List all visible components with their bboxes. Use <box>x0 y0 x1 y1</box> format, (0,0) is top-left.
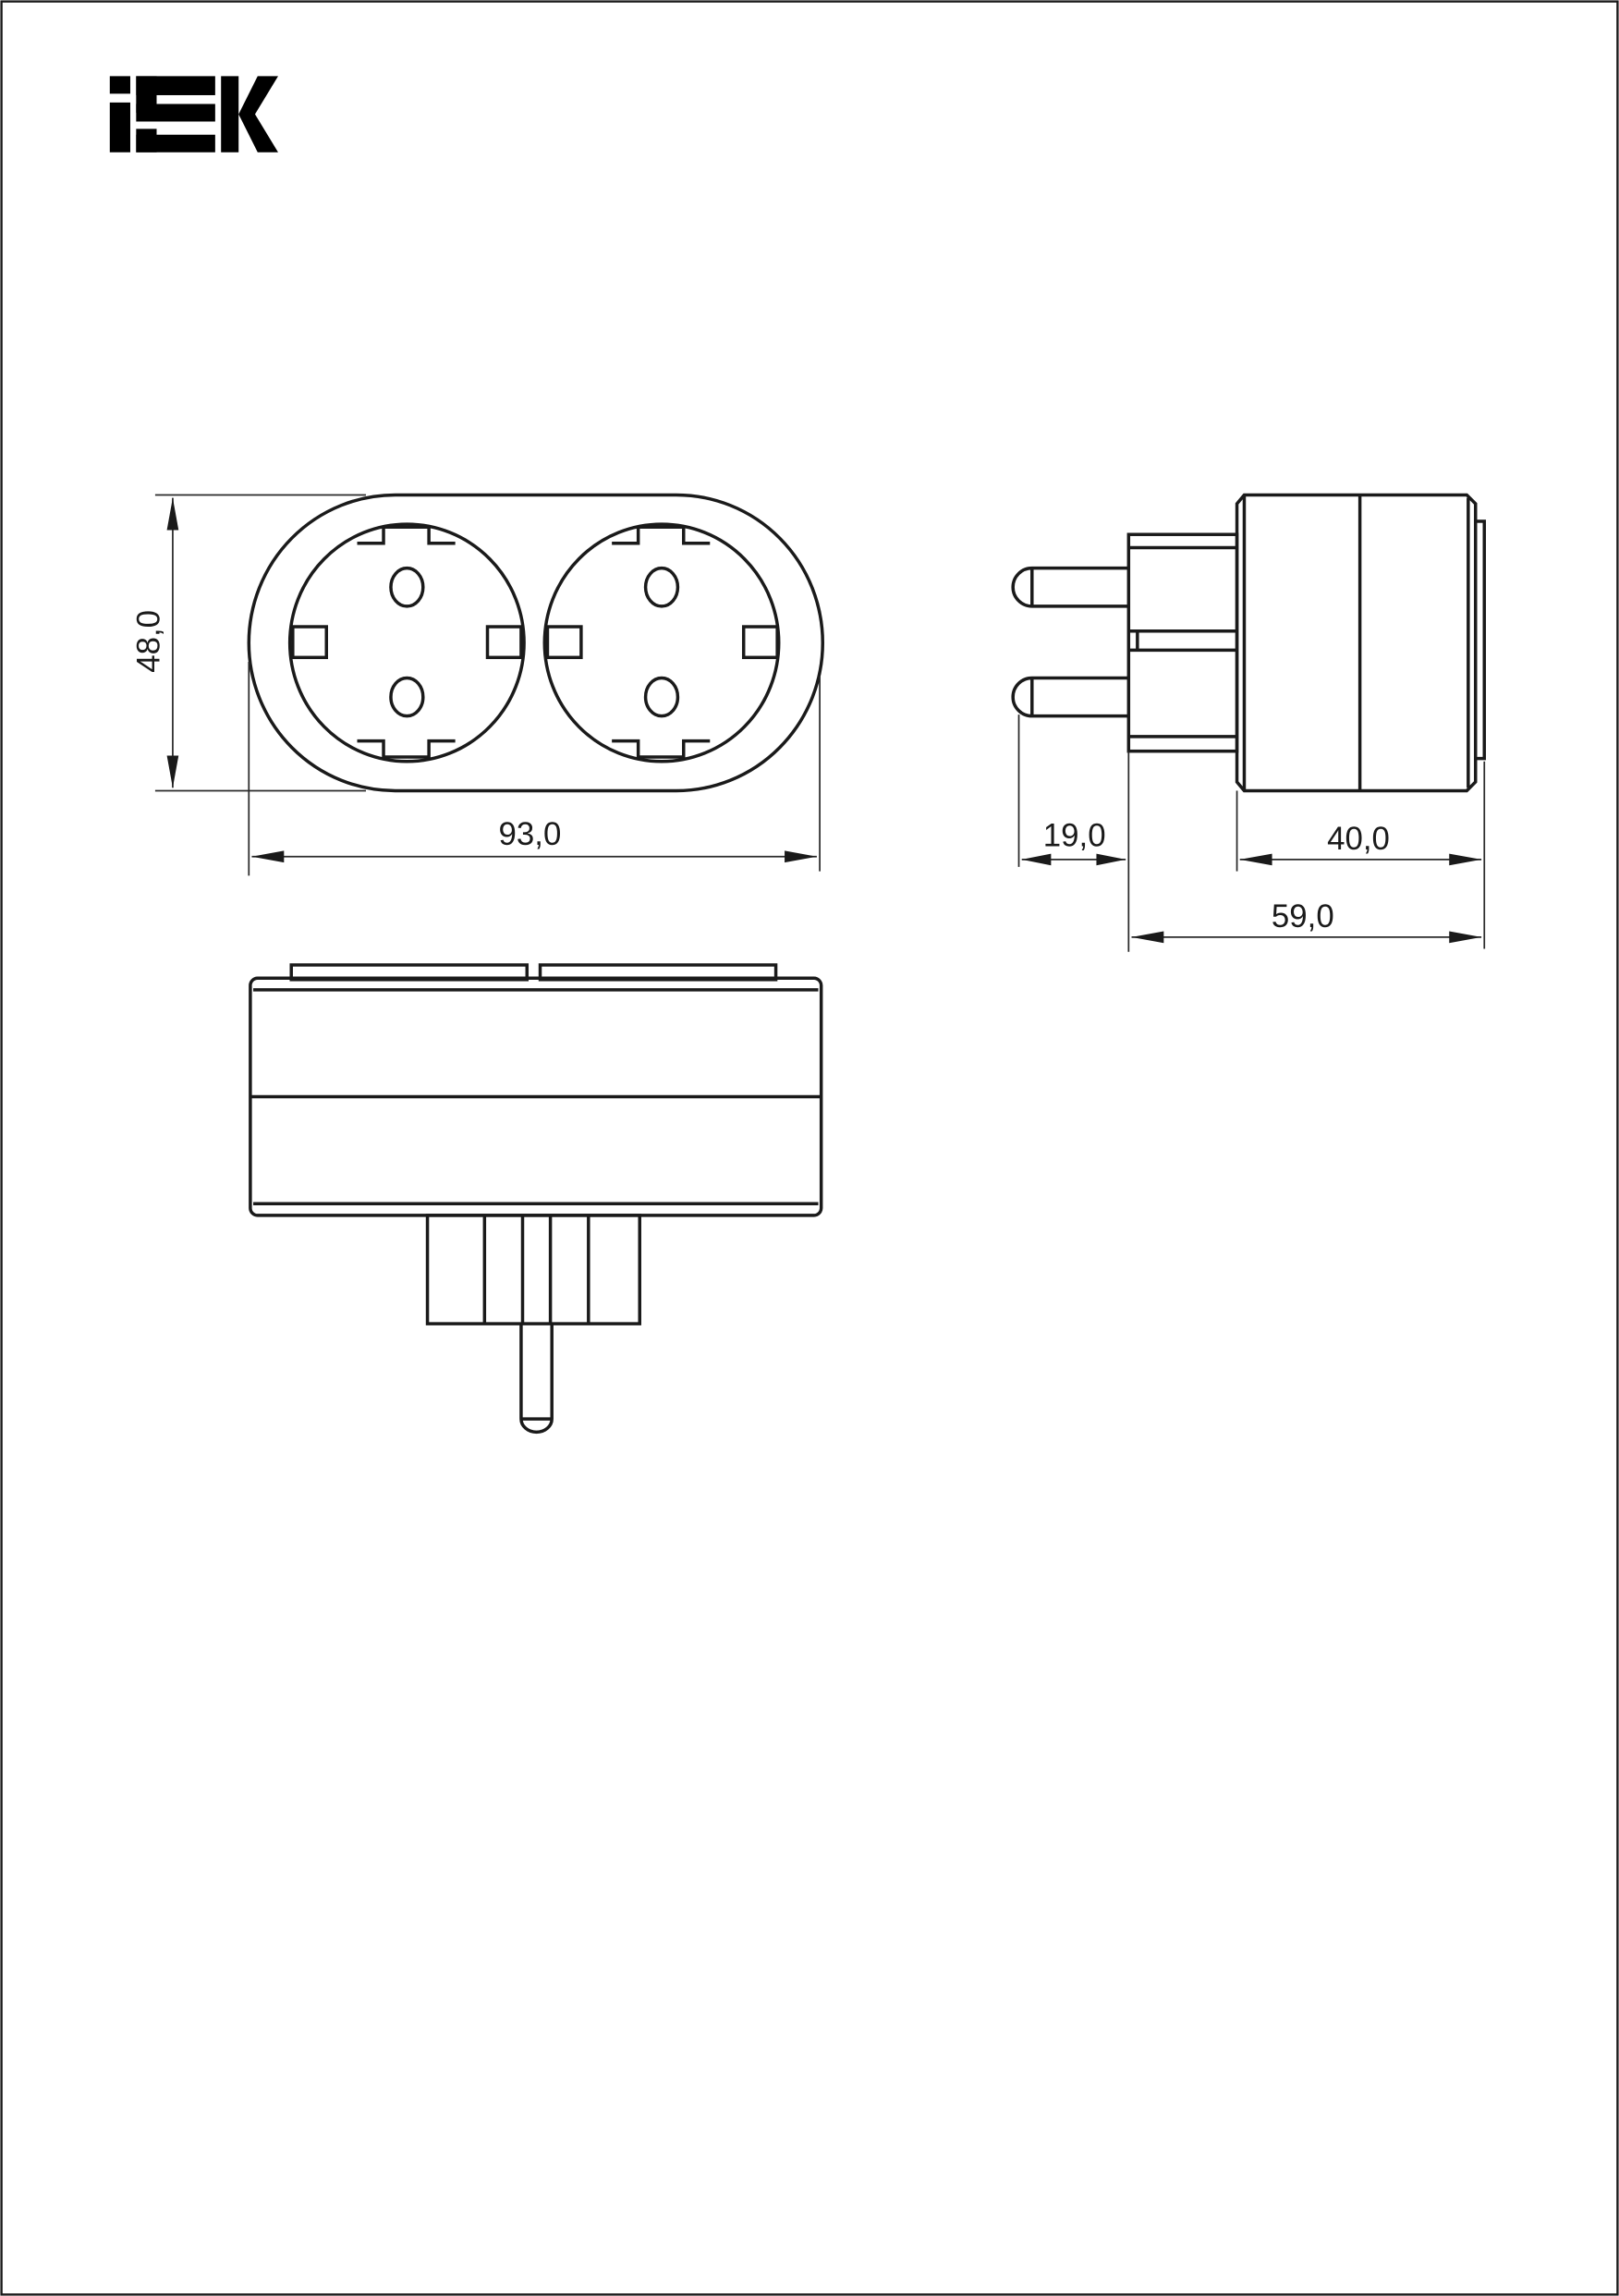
dimension-pin-length: 19,0 <box>1017 714 1130 952</box>
side-view: 19,0 40,0 59,0 <box>1011 493 1487 952</box>
pin-upper <box>1011 566 1129 608</box>
socket-right <box>542 522 781 763</box>
bottom-view <box>249 963 823 1435</box>
iek-logo <box>109 76 278 153</box>
front-view: 48,0 93,0 <box>131 493 824 876</box>
dimension-total-depth: 59,0 <box>1131 898 1482 944</box>
dimension-label-body-depth: 40,0 <box>1327 821 1390 857</box>
plug-base <box>1126 532 1239 753</box>
dimension-label-width: 93,0 <box>499 816 562 852</box>
pin-bottom <box>519 1324 554 1435</box>
dimension-height: 48,0 <box>131 494 367 792</box>
dimension-label-height: 48,0 <box>131 610 167 673</box>
socket-left <box>287 522 526 763</box>
plug-base-bottom <box>425 1214 641 1325</box>
dimension-label-total-depth: 59,0 <box>1272 898 1334 934</box>
dimension-width: 93,0 <box>248 662 821 876</box>
dimension-body-depth: 40,0 <box>1236 761 1486 949</box>
pin-lower <box>1011 676 1129 718</box>
dimension-label-pin-length: 19,0 <box>1043 818 1106 854</box>
